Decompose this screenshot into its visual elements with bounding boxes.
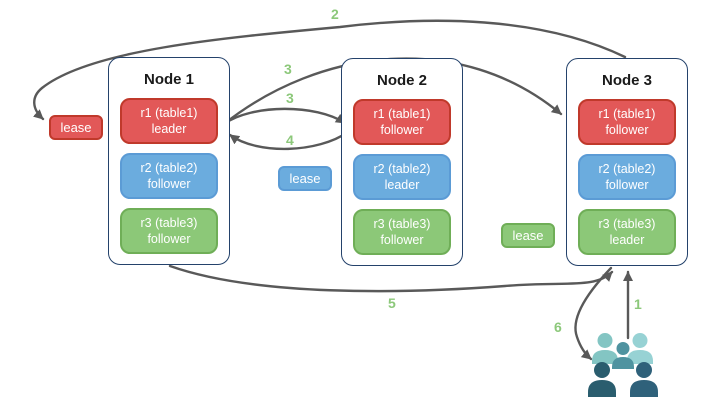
node-1: Node 1 r1 (table1) leader r2 (table2) fo… — [108, 57, 230, 265]
step-label-2: 2 — [331, 6, 339, 22]
node3-replica-r3: r3 (table3) leader — [578, 209, 676, 255]
node-3-title: Node 3 — [601, 72, 652, 89]
replica-name: r3 (table3) — [598, 216, 656, 231]
replica-role: follower — [605, 178, 649, 192]
replica-name: r1 (table1) — [373, 106, 431, 121]
node2-replica-r1: r1 (table1) follower — [353, 99, 451, 145]
replica-name: r1 (table1) — [140, 105, 198, 120]
user-top-left — [592, 333, 618, 364]
node2-replica-r3: r3 (table3) follower — [353, 209, 451, 255]
replica-role: follower — [147, 177, 191, 191]
node1-replica-r1: r1 (table1) leader — [120, 98, 218, 144]
replica-role: follower — [147, 232, 191, 246]
arrow-step3-node1-to-node2 — [222, 107, 347, 126]
replica-name: r3 (table3) — [373, 216, 431, 231]
lease-badge-r3: lease — [501, 223, 555, 248]
node3-replica-r1: r1 (table1) follower — [578, 99, 676, 145]
arrow-step4-node2-to-node1 — [228, 130, 350, 151]
step-label-1: 1 — [634, 296, 642, 312]
node2-replica-r2: r2 (table2) leader — [353, 154, 451, 200]
users-group-icon — [588, 333, 658, 397]
node-3: Node 3 r1 (table1) follower r2 (table2) … — [566, 58, 688, 266]
step-label-6: 6 — [554, 319, 562, 335]
step-label-5: 5 — [388, 295, 396, 311]
step-label-3-lower: 3 — [286, 90, 294, 106]
node-2: Node 2 r1 (table1) follower r2 (table2) … — [341, 58, 463, 266]
lease-badge-r1: lease — [49, 115, 103, 140]
replica-role: leader — [609, 233, 645, 247]
user-bottom-right — [630, 362, 658, 397]
node3-replica-r2: r2 (table2) follower — [578, 154, 676, 200]
replica-role: follower — [605, 123, 649, 137]
lease-badge-r2: lease — [278, 166, 332, 191]
node-2-title: Node 2 — [376, 72, 427, 89]
user-bottom-left — [588, 362, 616, 397]
user-top-right — [627, 333, 653, 364]
step-label-3-upper: 3 — [284, 61, 292, 77]
replica-role: follower — [380, 233, 424, 247]
arrow-step5-node1-to-node3 — [168, 264, 614, 293]
node-1-title: Node 1 — [143, 71, 194, 88]
node1-replica-r3: r3 (table3) follower — [120, 208, 218, 254]
step-label-4: 4 — [286, 132, 294, 148]
replica-role: leader — [151, 122, 187, 136]
arrow-step2-node3-to-lease1 — [32, 19, 627, 121]
replica-name: r2 (table2) — [373, 161, 431, 176]
replica-name: r1 (table1) — [598, 106, 656, 121]
replica-role: leader — [384, 178, 420, 192]
user-middle — [612, 342, 634, 369]
replica-name: r3 (table3) — [140, 215, 198, 230]
replica-role: follower — [380, 123, 424, 137]
node1-replica-r2: r2 (table2) follower — [120, 153, 218, 199]
arrow-step6-node3-to-users — [574, 266, 613, 361]
replica-name: r2 (table2) — [140, 160, 198, 175]
replica-name: r2 (table2) — [598, 161, 656, 176]
